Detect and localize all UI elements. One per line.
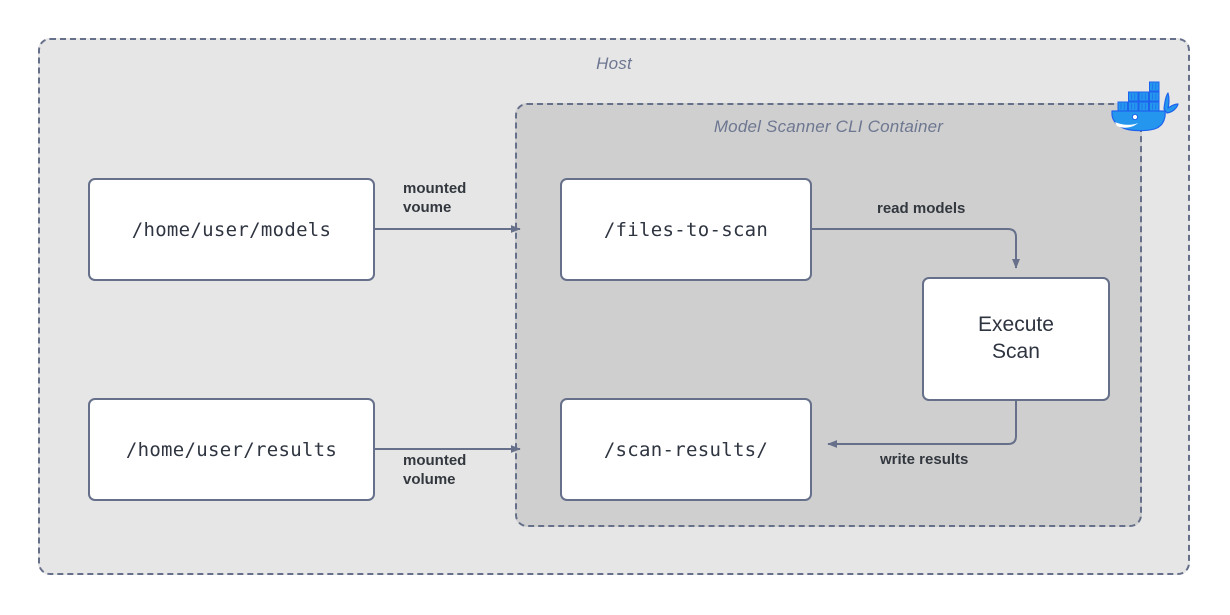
node-scan-results[interactable]: /scan-results/	[560, 398, 812, 501]
docker-whale-eye	[1131, 113, 1139, 121]
docker-whale-belly	[1115, 122, 1138, 128]
host-zone-label: Host	[596, 54, 632, 73]
node-home-results[interactable]: /home/user/results	[88, 398, 375, 501]
edge-read-models	[812, 228, 1020, 269]
docker-containers	[1117, 81, 1160, 112]
edge-write-results	[827, 401, 1017, 448]
node-files-to-scan[interactable]: /files-to-scan	[560, 178, 812, 281]
node-home-results-label: /home/user/results	[125, 438, 338, 461]
docker-whale-body	[1111, 110, 1166, 132]
docker-whale-logo	[1111, 81, 1179, 132]
node-files-to-scan-label: /files-to-scan	[603, 218, 769, 241]
node-home-models-label: /home/user/models	[131, 218, 332, 241]
node-scan-results-label: /scan-results/	[603, 438, 769, 461]
container-zone-label: Model Scanner CLI Container	[713, 117, 944, 136]
node-home-models[interactable]: /home/user/models	[88, 178, 375, 281]
docker-whale-tail	[1163, 92, 1179, 114]
edge-label-read-models: read models	[877, 200, 966, 217]
edge-label-write-results: write results	[880, 451, 969, 468]
